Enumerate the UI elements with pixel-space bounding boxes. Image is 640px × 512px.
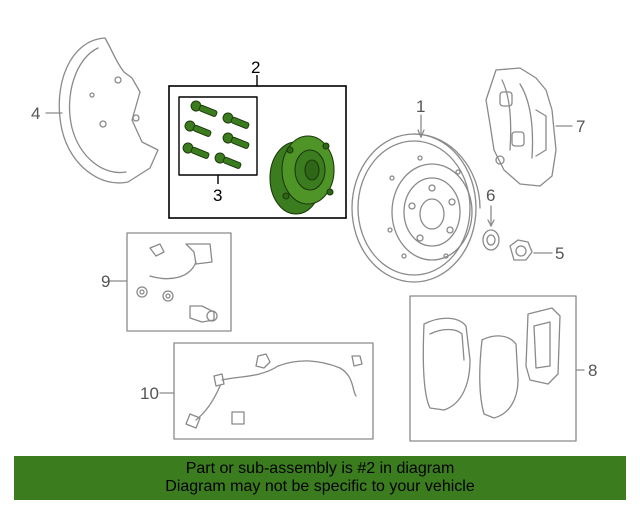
speed-sensor-harness-part-10 <box>159 342 374 440</box>
callout-4: 4 <box>31 104 40 123</box>
hub-bolts <box>182 100 250 169</box>
hub-bearing-assembly <box>269 135 335 215</box>
brake-caliper-part-7 <box>485 67 573 187</box>
callout-7: 7 <box>576 117 585 136</box>
callout-5: 5 <box>555 244 564 263</box>
callout-2: 2 <box>251 58 260 77</box>
washer-part-6 <box>482 205 500 251</box>
callout-8: 8 <box>588 361 597 380</box>
sensor-group-part-9 <box>109 232 232 332</box>
callout-3: 3 <box>213 186 222 205</box>
callout-10: 10 <box>140 384 159 403</box>
info-banner: Part or sub-assembly is #2 in diagram Di… <box>14 456 626 500</box>
callout-6: 6 <box>486 186 495 205</box>
bolts-box-part-3 <box>178 96 258 176</box>
banner-line-2: Diagram may not be specific to your vehi… <box>165 478 475 495</box>
callout-9: 9 <box>101 272 110 291</box>
callout-1: 1 <box>416 97 425 116</box>
brake-pads-part-8 <box>409 295 585 442</box>
banner-line-1: Part or sub-assembly is #2 in diagram <box>185 460 455 477</box>
nut-part-5 <box>509 239 553 261</box>
brake-rotor-part-1 <box>351 114 481 283</box>
highlight-box-part-2 <box>168 85 347 219</box>
splash-shield-part-4 <box>45 37 159 184</box>
